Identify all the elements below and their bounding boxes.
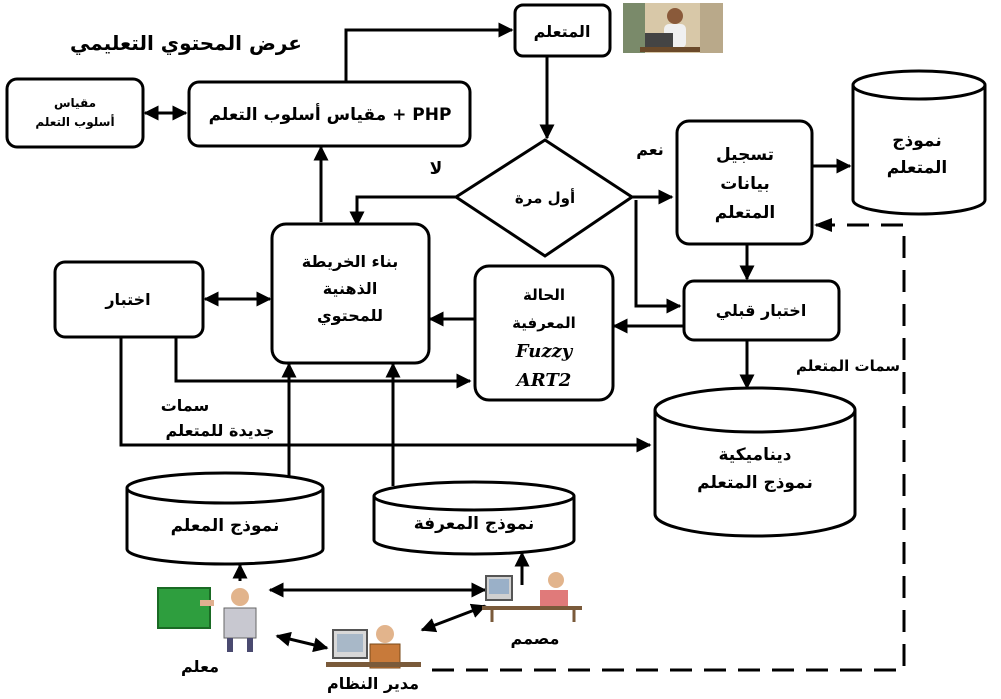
learner-traits-label: سمات المتعلم bbox=[796, 357, 900, 375]
test-node: اختبار bbox=[53, 260, 205, 339]
register-label-3: المتعلم bbox=[715, 203, 775, 223]
dynamic-label-2: نموذج المتعلم bbox=[697, 473, 813, 493]
admin-computer-icon bbox=[326, 625, 421, 669]
style-measure-label-1: مقياس bbox=[54, 96, 96, 110]
arrow-test-to-cognitive bbox=[174, 338, 472, 389]
php-style-measure-label: مقياس أسلوب التعلم + PHP bbox=[209, 103, 452, 125]
learner-model-label-1: نموذج bbox=[892, 131, 941, 151]
learner-node: المتعلم bbox=[513, 3, 612, 58]
teacher-label: معلم bbox=[181, 657, 219, 676]
mindmap-label-3: للمحتوي bbox=[317, 306, 383, 326]
designer-computer-icon bbox=[482, 572, 582, 622]
learner-model-label-2: المتعلم bbox=[887, 158, 947, 178]
new-traits-label-2: جديدة للمتعلم bbox=[166, 421, 275, 440]
pretest-node: اختبار قبلي bbox=[682, 279, 841, 342]
cognitive-label-2: المعرفية bbox=[512, 314, 576, 332]
mindmap-label-2: الذهنية bbox=[323, 279, 378, 298]
first-time-label: أول مرة bbox=[515, 188, 575, 207]
cognitive-label-3: Fuzzy bbox=[515, 341, 574, 362]
style-measure-node: مقياس أسلوب التعلم bbox=[5, 77, 145, 149]
mindmap-label-1: بناء الخريطة bbox=[302, 252, 399, 271]
knowledge-model-label: نموذج المعرفة bbox=[414, 514, 535, 534]
arrow-decision-to-pretest bbox=[634, 200, 682, 314]
connectors bbox=[119, 22, 906, 672]
knowledge-model-cylinder: نموذج المعرفة bbox=[372, 480, 576, 556]
cognitive-label-4: ART2 bbox=[515, 370, 572, 391]
arrow-admin-designer bbox=[420, 603, 487, 633]
dynamic-label-1: ديناميكية bbox=[718, 445, 791, 465]
mindmap-node: بناء الخريطة الذهنية للمحتوي bbox=[270, 222, 431, 365]
register-label-1: تسجيل bbox=[716, 145, 774, 165]
cognitive-label-1: الحالة bbox=[523, 286, 565, 304]
teacher-board-icon bbox=[157, 587, 257, 652]
php-style-measure-node: مقياس أسلوب التعلم + PHP bbox=[187, 80, 472, 148]
style-measure-label-2: أسلوب التعلم bbox=[35, 114, 114, 130]
admin-label: مدير النظام bbox=[327, 674, 419, 693]
teacher-model-label: نموذج المعلم bbox=[171, 516, 280, 536]
register-label-2: بيانات bbox=[720, 174, 770, 194]
learner-label: المتعلم bbox=[534, 22, 591, 41]
dynamic-learner-model-cylinder: ديناميكية نموذج المتعلم bbox=[653, 386, 857, 538]
register-learner-node: تسجيل بيانات المتعلم bbox=[675, 119, 814, 246]
diagram-title: عرض المحتوي التعليمي bbox=[70, 31, 302, 56]
arrow-teacher-admin bbox=[275, 631, 329, 653]
test-label: اختبار bbox=[104, 290, 150, 309]
dashed-feedback-loop bbox=[432, 223, 906, 672]
arrow-decision-to-mindmap bbox=[349, 195, 456, 227]
cognitive-state-node: الحالة المعرفية Fuzzy ART2 bbox=[473, 264, 615, 402]
teacher-model-cylinder: نموذج المعلم bbox=[125, 471, 325, 566]
arrow-test-to-dynamic bbox=[119, 338, 652, 453]
no-label: لا bbox=[430, 159, 443, 179]
first-time-decision: أول مرة bbox=[453, 138, 635, 258]
arrow-php-to-learner bbox=[344, 22, 514, 82]
new-traits-label-1: سمات bbox=[161, 396, 210, 415]
yes-label: نعم bbox=[636, 140, 664, 159]
pretest-label: اختبار قبلي bbox=[716, 301, 807, 321]
learner-model-cylinder: نموذج المتعلم bbox=[851, 69, 987, 216]
designer-label: مصمم bbox=[511, 629, 560, 648]
student-laptop-icon bbox=[623, 3, 723, 53]
dashed-arrowhead bbox=[814, 218, 832, 232]
